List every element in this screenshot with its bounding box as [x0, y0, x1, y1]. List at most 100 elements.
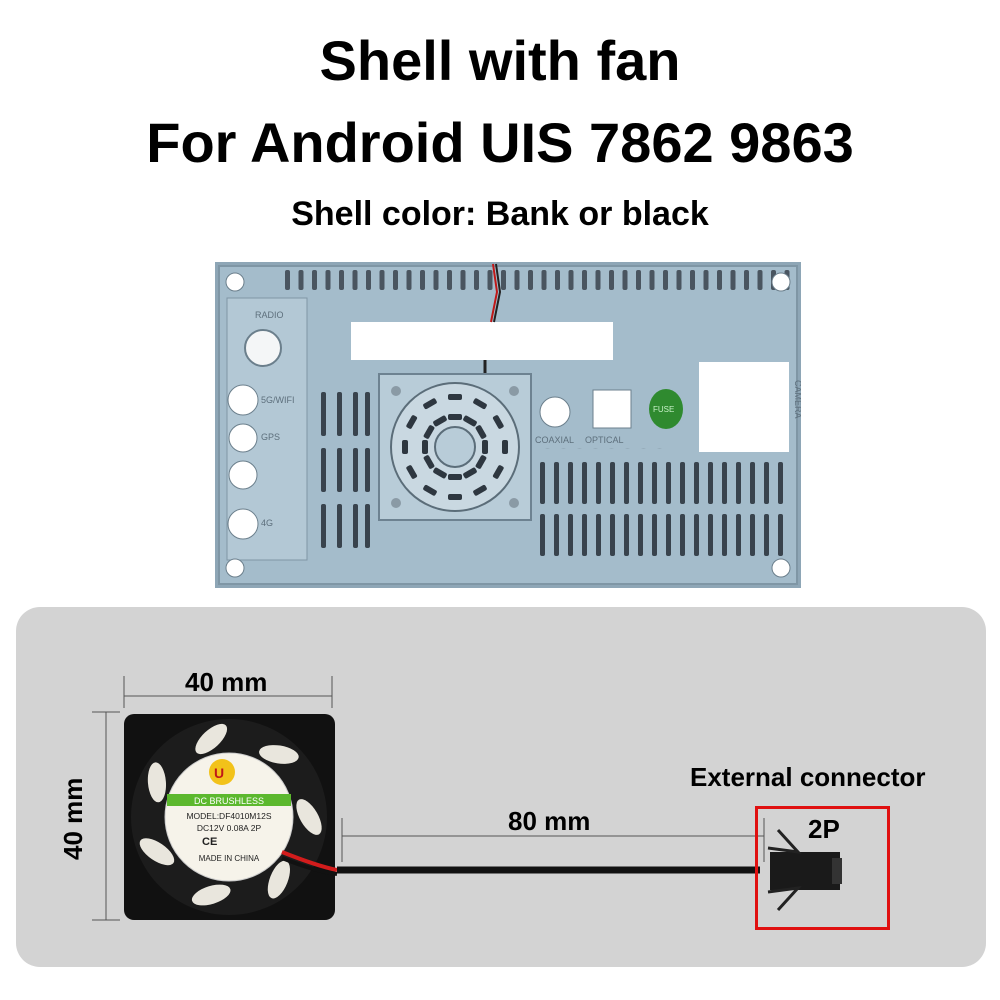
coaxial-label: COAXIAL	[535, 435, 574, 445]
shell-rear-image: RADIO 5G/WIFI GPS 4G COAXIAL OPTICAL FUS…	[215, 262, 801, 588]
fan-grille-slot	[402, 440, 408, 454]
top-vent-slot	[487, 270, 493, 290]
top-vent-slot	[298, 270, 304, 290]
gps-label: GPS	[261, 432, 280, 442]
top-vent-slot	[447, 270, 452, 290]
bottom-vent-slot	[708, 462, 713, 504]
fan-grille-slot	[448, 394, 462, 400]
top-vent-slot	[636, 270, 641, 290]
fan-grille-slot	[482, 440, 488, 454]
bottom-vent-slot	[582, 462, 587, 504]
top-vent-slot	[622, 270, 628, 290]
bottom-vent-slot	[624, 462, 629, 504]
fan-grille-slot	[492, 415, 504, 429]
cable-length-label: 80 mm	[508, 806, 591, 836]
bottom-vent-slot	[540, 514, 545, 556]
top-vent-slot	[663, 270, 668, 290]
wifi-port-icon	[227, 384, 259, 416]
left-vent-slot	[321, 448, 326, 492]
fan-grille-slot	[423, 484, 437, 496]
fan-blade	[195, 723, 228, 755]
bottom-vent-slot	[778, 514, 783, 556]
fan-grille-slot	[433, 415, 447, 427]
connector-highlight-box	[755, 806, 890, 930]
top-vent-slot	[285, 270, 290, 290]
top-vent-slot	[676, 270, 682, 290]
top-vent-slot	[541, 270, 547, 290]
bottom-vent-slot	[694, 462, 699, 504]
fan-grille-slot	[423, 455, 435, 469]
4g-port-icon	[227, 508, 259, 540]
bottom-vent-slot	[624, 514, 629, 556]
top-vent-slot	[730, 270, 736, 290]
bottom-vent-slot	[638, 514, 643, 556]
radio-label: RADIO	[255, 310, 284, 320]
top-vent-slot	[433, 270, 439, 290]
fan-origin: MADE IN CHINA	[199, 854, 260, 863]
connector-pins-label: 2P	[808, 814, 840, 844]
top-vent-slot	[501, 270, 506, 290]
left-vent-slot	[365, 504, 370, 548]
bottom-vent-slot	[652, 514, 657, 556]
width-dimension-label: 40 mm	[185, 667, 268, 697]
left-vent-slot	[321, 504, 326, 548]
title-line-1: Shell with fan	[319, 29, 681, 92]
fan-blade	[259, 745, 299, 764]
bottom-vent-slot	[764, 514, 769, 556]
left-vent-slot	[353, 448, 358, 492]
fan-grille-slot	[448, 414, 462, 420]
top-vent-slot	[366, 270, 371, 290]
fan-type: DC BRUSHLESS	[194, 796, 264, 806]
top-vent-slot	[528, 270, 533, 290]
top-vent-slot	[595, 270, 601, 290]
left-vent-slot	[365, 448, 370, 492]
bottom-vent-slot	[708, 514, 713, 556]
bottom-vent-slot	[554, 462, 559, 504]
left-vent-slot	[337, 392, 342, 436]
bottom-vent-slot	[582, 514, 587, 556]
fan-grille-slot	[423, 425, 435, 439]
left-vent-slot	[321, 392, 326, 436]
fan-model: MODEL:DF4010M12S	[186, 811, 271, 821]
fan-grille-slot	[463, 467, 477, 479]
top-vent-slot	[757, 270, 763, 290]
top-vent-slot	[649, 270, 655, 290]
bottom-vent-slot	[680, 514, 685, 556]
top-vent-slot	[460, 270, 466, 290]
fan-grille-slot	[448, 474, 462, 480]
gps2-port-icon	[228, 460, 258, 490]
wifi-label: 5G/WIFI	[261, 395, 295, 405]
top-vent-slot	[514, 270, 520, 290]
fan-grille-slot	[475, 455, 487, 469]
fan-grille-slot	[492, 465, 504, 479]
fan-grille-slot	[473, 484, 487, 496]
fan-grille-slot	[473, 398, 487, 410]
fan-brand: U	[214, 765, 224, 781]
top-vent-slot	[717, 270, 722, 290]
top-vent-slot	[690, 270, 695, 290]
bottom-vent-slot	[568, 462, 573, 504]
bottom-vent-slot	[736, 514, 741, 556]
bottom-vent-slot	[638, 462, 643, 504]
radio-port-icon	[244, 329, 282, 367]
bottom-vent-slot	[722, 462, 727, 504]
left-vent-slot	[353, 504, 358, 548]
bottom-vent-slot	[680, 462, 685, 504]
subtitle-shell-color: Shell color: Bank or black	[291, 195, 709, 233]
top-vent-slot	[352, 270, 358, 290]
bottom-vent-slot	[610, 514, 615, 556]
bottom-vent-slot	[750, 462, 755, 504]
top-vent-slot	[339, 270, 344, 290]
top-vent-slot	[703, 270, 709, 290]
fan-grille-slot	[502, 440, 508, 454]
bottom-vent-slot	[666, 462, 671, 504]
title-line-2: For Android UIS 7862 9863	[146, 111, 854, 174]
optical-label: OPTICAL	[585, 435, 624, 445]
bottom-vent-slot	[736, 462, 741, 504]
top-vent-slot	[555, 270, 560, 290]
fan-blade	[191, 884, 231, 906]
fan-image: U DC BRUSHLESS MODEL:DF4010M12S DC12V 0.…	[124, 714, 337, 920]
top-vent-slot	[568, 270, 574, 290]
fan-grille-slot	[433, 467, 447, 479]
bottom-vent-slot	[540, 462, 545, 504]
